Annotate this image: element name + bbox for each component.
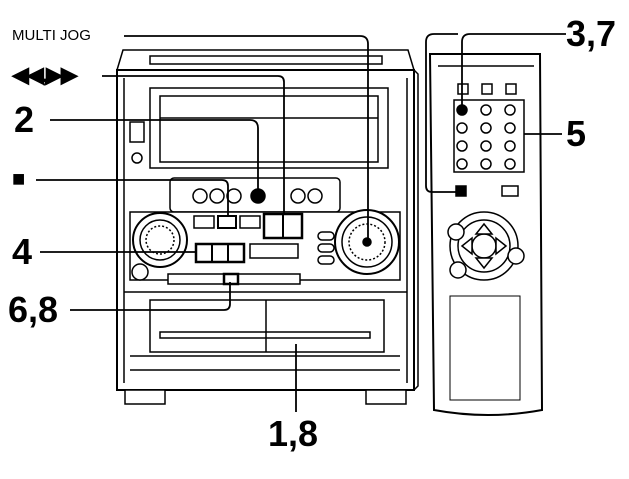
label-multi-jog: MULTI JOG <box>12 27 91 44</box>
label-1-8: 1,8 <box>268 413 319 454</box>
round-button-2 <box>209 188 225 204</box>
multi-jog-knob <box>334 209 400 275</box>
round-button-1 <box>192 188 208 204</box>
label-3-7: 3,7 <box>566 13 617 54</box>
label-4: 4 <box>12 231 33 272</box>
round-button-3 <box>226 188 242 204</box>
numeric-keypad <box>453 99 525 173</box>
main-unit <box>115 49 419 405</box>
stop-button <box>217 215 237 229</box>
label-5: 5 <box>566 113 587 154</box>
deck-buttons <box>194 242 246 264</box>
label-6-8: 6,8 <box>8 289 59 330</box>
round-button-5 <box>290 188 306 204</box>
label-rewind-ff: ◀◀,▶▶ <box>12 62 78 87</box>
label-2: 2 <box>14 99 35 140</box>
callout-lines <box>36 33 566 412</box>
remote-control <box>428 53 544 416</box>
round-button-6 <box>307 188 323 204</box>
volume-knob <box>131 212 188 281</box>
counter-button <box>222 272 240 286</box>
label-stop: ■ <box>12 166 25 191</box>
remote-button-black <box>455 185 467 197</box>
direction-pad <box>447 211 525 281</box>
